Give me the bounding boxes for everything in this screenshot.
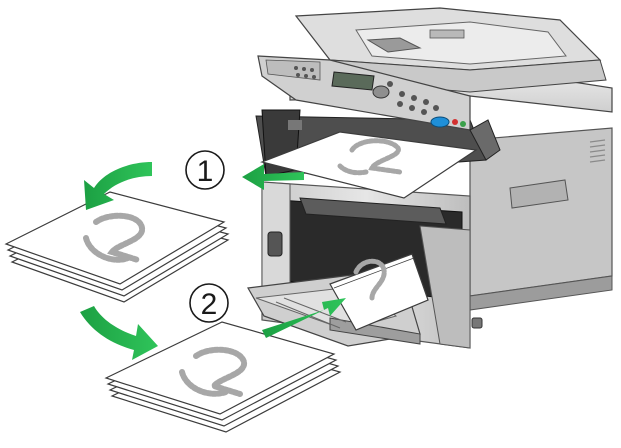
step-marker-1: 1 [185, 150, 225, 190]
straight-arrow-icon [242, 164, 304, 190]
step-number-2: 2 [201, 288, 218, 321]
step-marker-2: 2 [189, 283, 229, 323]
curved-arrow-icon [80, 306, 158, 360]
step-number-1: 1 [197, 155, 214, 188]
bottom-paper-stack [104, 321, 342, 433]
straight-arrow-icon [262, 298, 346, 338]
curved-arrow-icon [84, 162, 152, 210]
left-paper-stack [4, 191, 230, 303]
output-paper-sheet [260, 131, 478, 199]
tray-paper-stack [329, 253, 429, 331]
printer-illustration [247, 7, 613, 349]
